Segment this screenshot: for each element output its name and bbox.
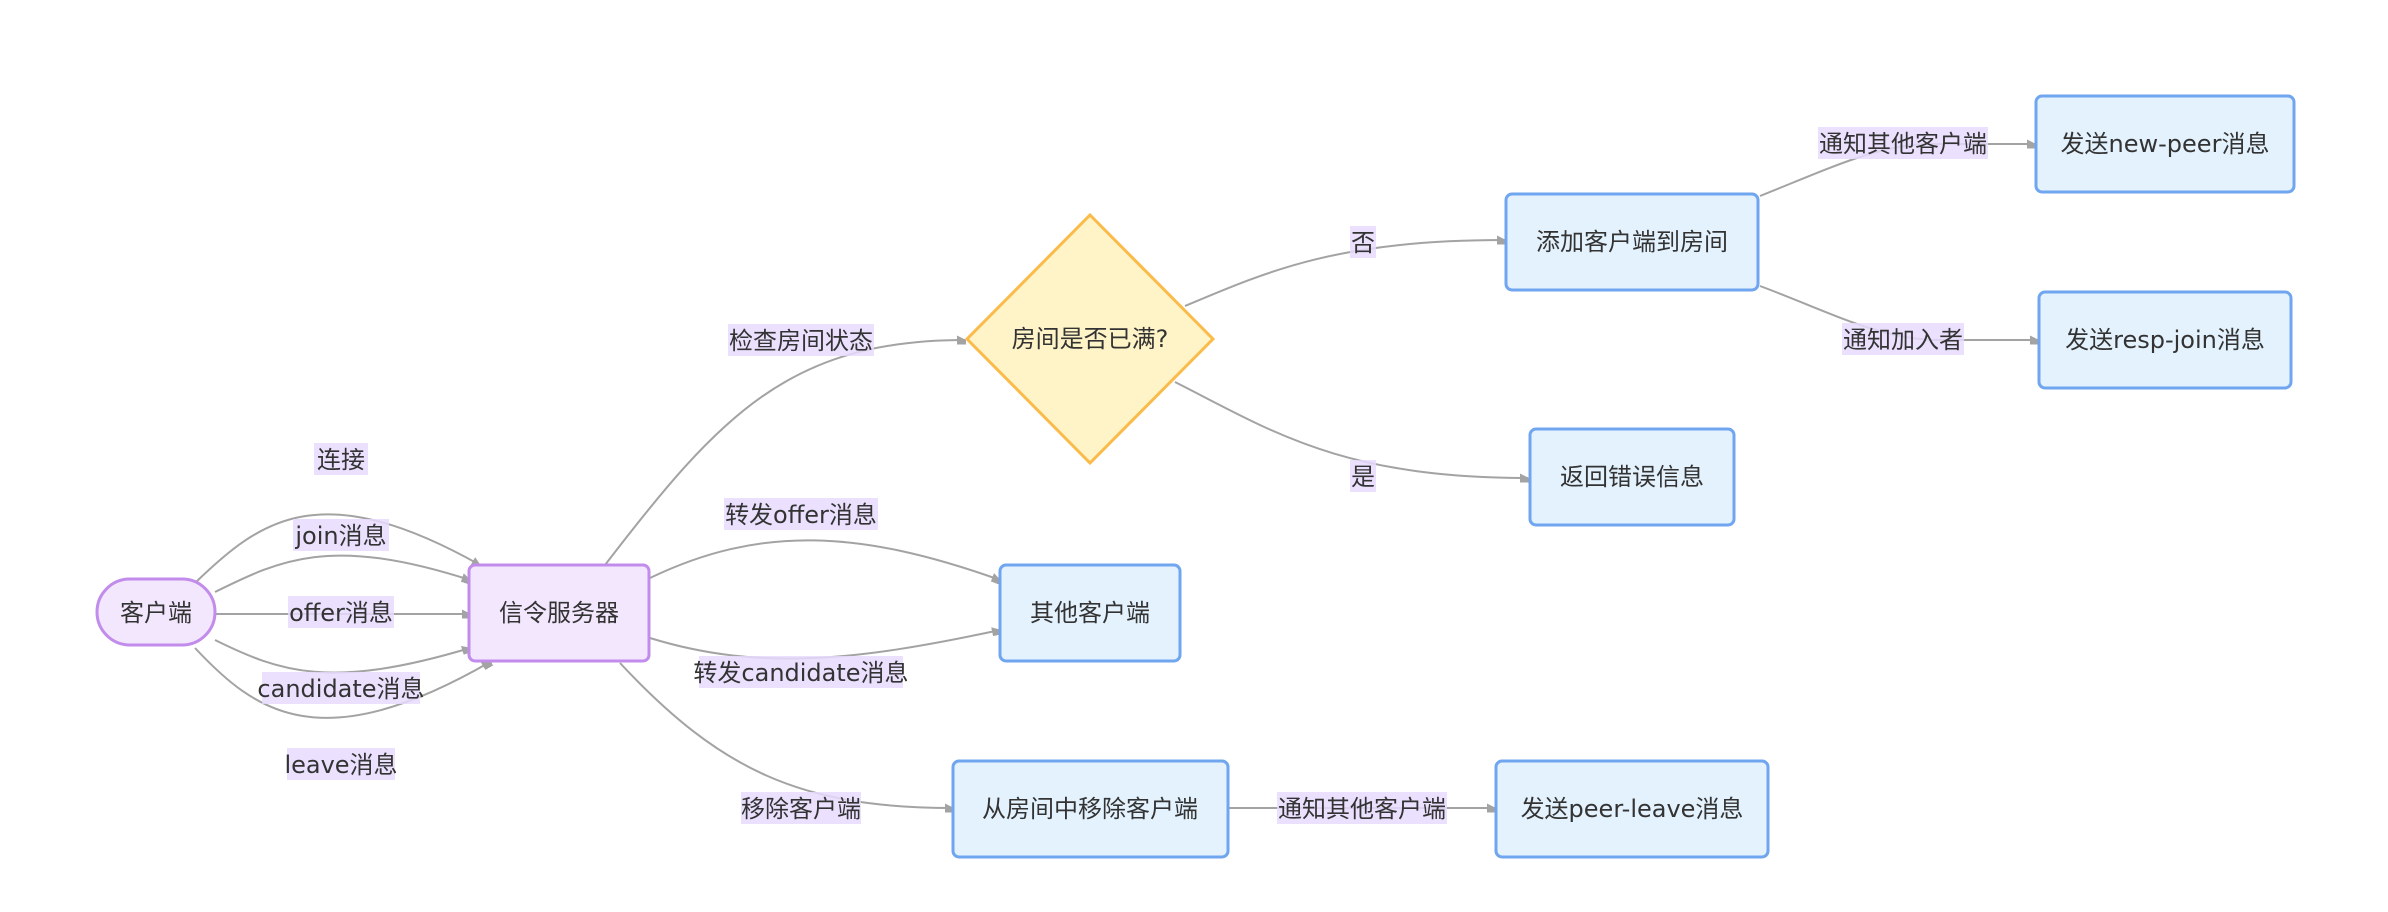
svg-text:否: 否: [1351, 229, 1375, 257]
edge-connect: [194, 513, 480, 584]
node-client[interactable]: 客户端: [95, 577, 217, 647]
edge-leave: [194, 647, 490, 719]
node-send-new-peer[interactable]: 发送new-peer消息: [2034, 94, 2296, 194]
edge-join: [214, 554, 470, 593]
svg-text:通知加入者: 通知加入者: [1843, 326, 1963, 354]
edge-label-notify-others-leave: 通知其他客户端: [1277, 792, 1447, 824]
edge-label-connect: 连接: [314, 443, 368, 475]
edge-label-forward-offer: 转发offer消息: [724, 498, 878, 530]
node-send-resp-join[interactable]: 发送resp-join消息: [2037, 290, 2293, 390]
edge-remove: [619, 662, 953, 808]
node-remove-client[interactable]: 从房间中移除客户端: [951, 759, 1230, 859]
node-send-resp-join-label: 发送resp-join消息: [2065, 326, 2265, 354]
edge-label-forward-candidate: 转发candidate消息: [693, 656, 909, 688]
svg-text:candidate消息: candidate消息: [257, 675, 424, 703]
svg-text:检查房间状态: 检查房间状态: [729, 327, 873, 355]
edge-forward-candidate: [649, 630, 1000, 660]
svg-text:join消息: join消息: [294, 522, 386, 550]
edge-label-check-room: 检查房间状态: [728, 324, 874, 356]
edge-check-room: [604, 340, 965, 566]
node-add-client[interactable]: 添加客户端到房间: [1504, 192, 1760, 292]
nodes: 客户端 信令服务器 房间是否已满? 添加客户端到房间 返回错误信息 其他客户端: [95, 94, 2296, 859]
edge-label-yes: 是: [1350, 460, 1376, 492]
edge-label-offer: offer消息: [288, 596, 394, 628]
node-signal-server[interactable]: 信令服务器: [467, 563, 651, 663]
node-other-clients[interactable]: 其他客户端: [998, 563, 1182, 663]
edge-label-no: 否: [1350, 226, 1376, 258]
node-room-full-label: 房间是否已满?: [1012, 325, 1169, 353]
svg-text:连接: 连接: [317, 446, 365, 474]
svg-text:通知其他客户端: 通知其他客户端: [1278, 795, 1446, 823]
svg-text:转发offer消息: 转发offer消息: [725, 501, 877, 529]
node-send-peer-leave-label: 发送peer-leave消息: [1521, 795, 1744, 823]
svg-text:是: 是: [1351, 463, 1375, 491]
svg-text:转发candidate消息: 转发candidate消息: [693, 659, 908, 687]
edge-candidate: [214, 639, 470, 674]
node-return-error[interactable]: 返回错误信息: [1528, 427, 1736, 527]
edge-yes: [1174, 381, 1528, 478]
node-other-clients-label: 其他客户端: [1030, 599, 1150, 627]
edge-label-notify-others-new: 通知其他客户端: [1818, 127, 1988, 159]
edge-no: [1184, 240, 1505, 307]
node-signal-server-label: 信令服务器: [499, 599, 619, 627]
node-remove-client-label: 从房间中移除客户端: [982, 795, 1198, 823]
edge-label-remove: 移除客户端: [741, 792, 861, 824]
node-send-peer-leave[interactable]: 发送peer-leave消息: [1494, 759, 1770, 859]
node-room-full-decision[interactable]: 房间是否已满?: [964, 212, 1216, 466]
svg-text:移除客户端: 移除客户端: [741, 795, 861, 823]
node-add-client-label: 添加客户端到房间: [1536, 228, 1728, 256]
edge-forward-offer: [649, 539, 1000, 580]
edge-labels: 连接 join消息 offer消息 candidate消息 leave消息 检查…: [257, 127, 1988, 824]
svg-text:leave消息: leave消息: [284, 751, 397, 779]
edge-label-leave: leave消息: [284, 748, 398, 780]
svg-text:offer消息: offer消息: [289, 599, 393, 627]
edge-label-notify-joiner: 通知加入者: [1842, 323, 1964, 355]
edge-label-candidate: candidate消息: [257, 672, 425, 704]
node-send-new-peer-label: 发送new-peer消息: [2061, 130, 2270, 158]
edge-label-join: join消息: [293, 519, 389, 551]
svg-text:通知其他客户端: 通知其他客户端: [1819, 130, 1987, 158]
node-return-error-label: 返回错误信息: [1560, 463, 1704, 491]
node-client-label: 客户端: [120, 599, 192, 627]
